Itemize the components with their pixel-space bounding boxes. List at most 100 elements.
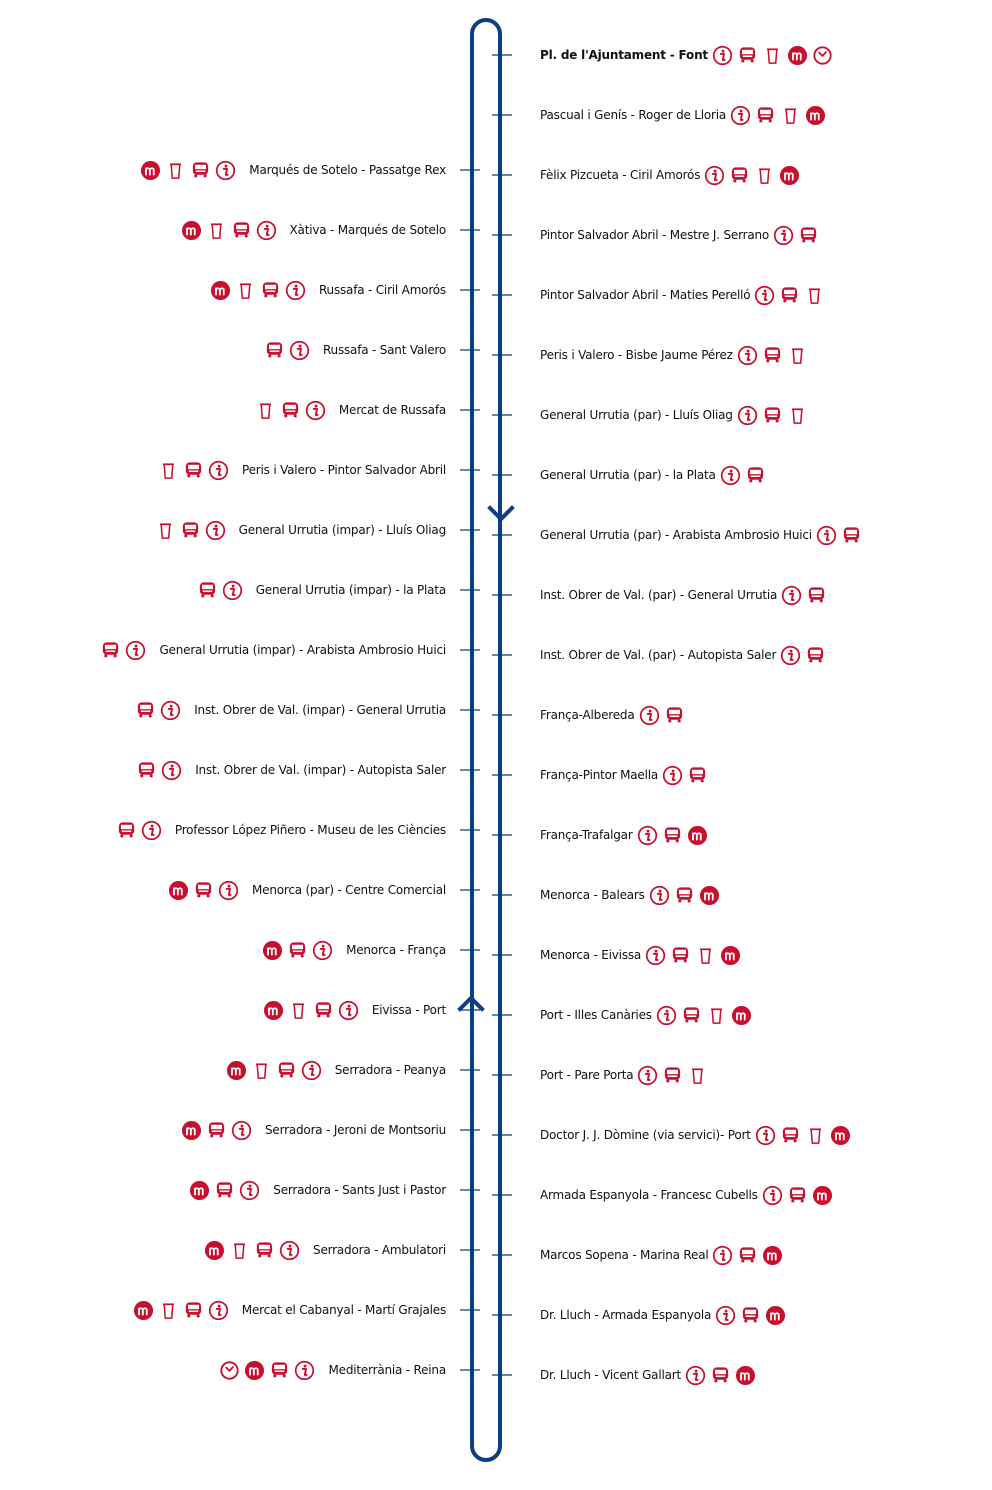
info-icon [773, 225, 794, 246]
stop-name: Serradora - Ambulatori [313, 1243, 446, 1257]
stop-service-icons [662, 765, 708, 786]
info-icon [208, 460, 229, 481]
right-stop-19: Doctor J. J. Dòmine (via servici)- Port [540, 1123, 851, 1147]
stop-name: Inst. Obrer de Val. (impar) - General Ur… [194, 703, 446, 717]
bus-icon [805, 645, 826, 666]
right-stop-2: Pascual i Genís - Roger de Lloria [540, 103, 826, 127]
info-icon [222, 580, 243, 601]
bus-icon [193, 880, 214, 901]
stop-name: Xàtiva - Marqués de Sotelo [289, 223, 447, 237]
paper-bin-icon [165, 160, 186, 181]
metro-icon [687, 825, 708, 846]
metro-icon [181, 1120, 202, 1141]
bus-icon [780, 1125, 801, 1146]
right-stop-10: Inst. Obrer de Val. (par) - General Urru… [540, 583, 827, 607]
stop-name: General Urrutia (impar) - Lluís Oliag [238, 523, 447, 537]
bus-icon [806, 585, 827, 606]
bus-icon [755, 105, 776, 126]
metro-icon [699, 885, 720, 906]
bus-icon [100, 640, 121, 661]
paper-bin-icon [787, 405, 808, 426]
stop-service-icons [704, 165, 800, 186]
stop-service-icons [637, 825, 708, 846]
right-stop-9: General Urrutia (par) - Arabista Ambrosi… [540, 523, 862, 547]
stop-name: General Urrutia (impar) - Arabista Ambro… [159, 643, 446, 657]
right-stop-14: França-Trafalgar [540, 823, 708, 847]
paper-bin-icon [804, 285, 825, 306]
metro-icon [244, 1360, 265, 1381]
bus-icon [116, 820, 137, 841]
stop-service-icons [155, 520, 226, 541]
stop-name: Fèlix Pizcueta - Ciril Amorós [540, 168, 701, 182]
stop-service-icons [712, 1245, 783, 1266]
paper-bin-icon [235, 280, 256, 301]
stop-service-icons [656, 1005, 752, 1026]
stop-service-icons [816, 525, 862, 546]
paper-bin-icon [251, 1060, 272, 1081]
info-icon [338, 1000, 359, 1021]
metro-icon [731, 1005, 752, 1026]
stop-name: Serradora - Peanya [334, 1063, 446, 1077]
stop-service-icons [210, 280, 306, 301]
left-stop-3: Russafa - Ciril Amorós [210, 278, 446, 302]
info-icon [780, 645, 801, 666]
bus-icon [841, 525, 862, 546]
info-icon [685, 1365, 706, 1386]
bus-icon [662, 825, 683, 846]
info-icon [762, 1185, 783, 1206]
stop-name: Port - Illes Canàries [540, 1008, 652, 1022]
info-icon [125, 640, 146, 661]
bus-icon [662, 1065, 683, 1086]
stop-name: Russafa - Sant Valero [322, 343, 446, 357]
right-stop-6: Peris i Valero - Bisbe Jaume Pérez [540, 343, 808, 367]
paper-bin-icon [754, 165, 775, 186]
stop-name: Menorca (par) - Centre Comercial [252, 883, 446, 897]
bus-icon [798, 225, 819, 246]
bus-icon [787, 1185, 808, 1206]
paper-bin-icon [687, 1065, 708, 1086]
stop-name: Pintor Salvador Abril - Maties Perelló [540, 288, 751, 302]
left-stop-12: Professor López Piñero - Museu de les Ci… [116, 818, 446, 842]
left-stop-5: Mercat de Russafa [255, 398, 446, 422]
info-icon [645, 945, 666, 966]
bus-icon [276, 1060, 297, 1081]
left-stop-17: Serradora - Jeroni de Montsoriu [181, 1118, 446, 1142]
bus-icon [737, 45, 758, 66]
bus-icon [214, 1180, 235, 1201]
bus-icon [254, 1240, 275, 1261]
info-icon [754, 285, 775, 306]
stop-service-icons [780, 645, 826, 666]
metro-icon [168, 880, 189, 901]
info-icon [205, 520, 226, 541]
metro-icon [765, 1305, 786, 1326]
bus-icon [710, 1365, 731, 1386]
metro-icon [812, 1185, 833, 1206]
bus-icon [260, 280, 281, 301]
left-stop-11: Inst. Obrer de Val. (impar) - Autopista … [136, 758, 446, 782]
stop-name: Serradora - Sants Just i Pastor [273, 1183, 446, 1197]
bus-icon [313, 1000, 334, 1021]
info-icon [816, 525, 837, 546]
right-stop-23: Dr. Lluch - Vicent Gallart [540, 1363, 756, 1387]
bus-icon [136, 760, 157, 781]
info-icon [218, 880, 239, 901]
stop-name: General Urrutia (par) - Arabista Ambrosi… [540, 528, 812, 542]
stop-name: Mercat el Cabanyal - Martí Grajales [241, 1303, 446, 1317]
info-icon [639, 705, 660, 726]
left-stop-19: Serradora - Ambulatori [204, 1238, 446, 1262]
left-stop-20: Mercat el Cabanyal - Martí Grajales [133, 1298, 446, 1322]
paper-bin-icon [229, 1240, 250, 1261]
stop-service-icons [264, 340, 310, 361]
bus-icon [762, 345, 783, 366]
stop-name: General Urrutia (impar) - la Plata [255, 583, 446, 597]
paper-bin-icon [762, 45, 783, 66]
clock-icon [219, 1360, 240, 1381]
stop-name: Inst. Obrer de Val. (impar) - Autopista … [195, 763, 446, 777]
stop-name: Pl. de l'Ajuntament - Font [540, 48, 708, 62]
left-stop-21: Mediterrània - Reina [219, 1358, 446, 1382]
metro-icon [263, 1000, 284, 1021]
stop-service-icons [168, 880, 239, 901]
metro-icon [133, 1300, 154, 1321]
stop-service-icons [181, 1120, 252, 1141]
